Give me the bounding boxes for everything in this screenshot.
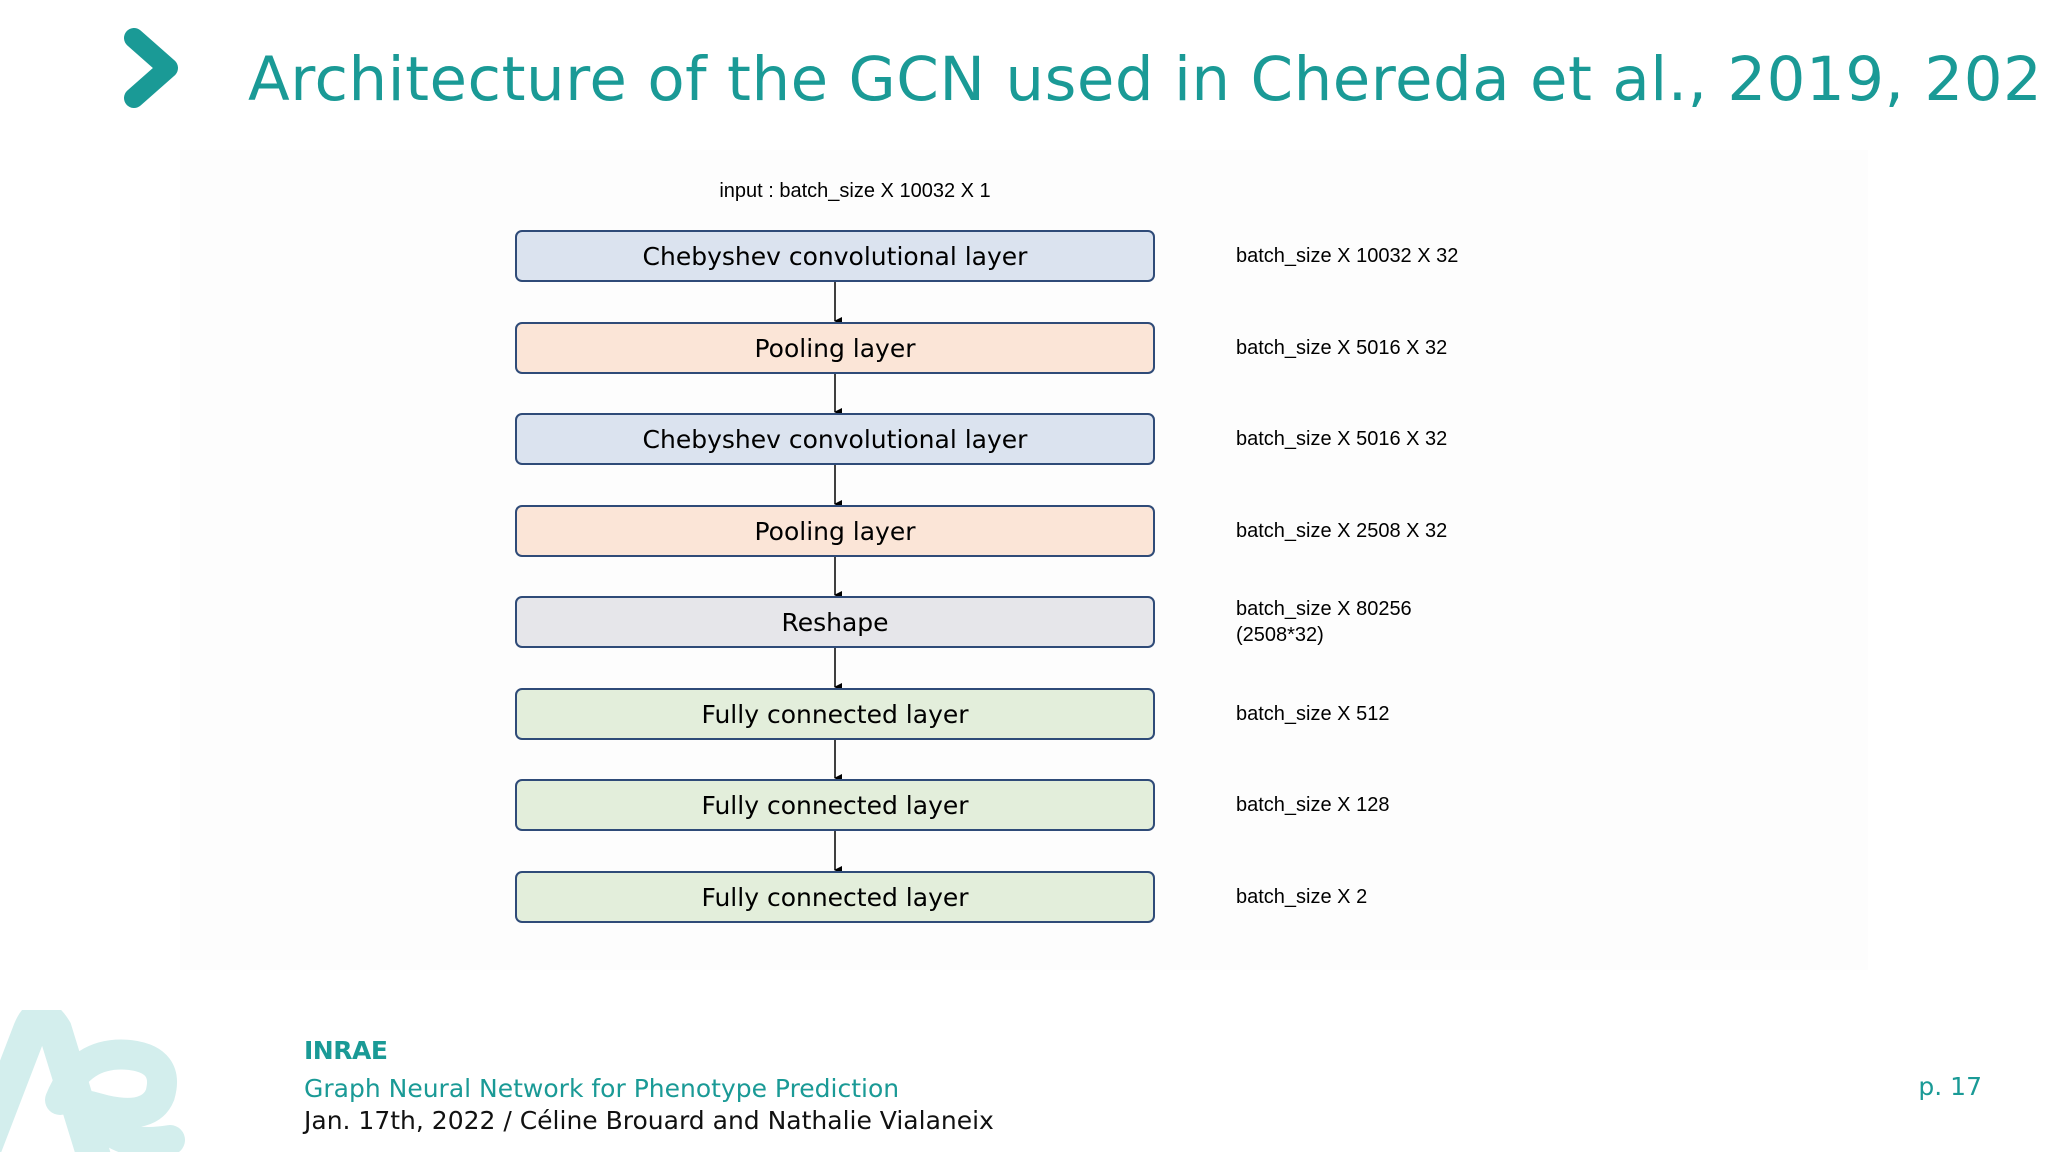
- footer-presentation-title: Graph Neural Network for Phenotype Predi…: [304, 1074, 900, 1103]
- chevron-right-icon: [124, 28, 178, 108]
- output-shape-label: batch_size X 5016 X 32: [1236, 335, 1636, 361]
- output-shape-label: batch_size X 5016 X 32: [1236, 426, 1636, 452]
- output-shape: batch_size X 10032 X 32: [1236, 245, 1459, 267]
- output-shape: batch_size X 5016 X 32: [1236, 337, 1448, 359]
- layer-label: Reshape: [781, 607, 889, 637]
- layer-box-reshape: Reshape: [515, 596, 1155, 648]
- output-shape-note: (2508*32): [1236, 624, 1324, 646]
- layer-label: Fully connected layer: [701, 790, 969, 820]
- input-shape-label: input : batch_size X 10032 X 1: [719, 180, 991, 202]
- layer-label: Pooling layer: [754, 516, 916, 546]
- output-shape: batch_size X 2: [1236, 886, 1368, 908]
- layer-box-pool: Pooling layer: [515, 505, 1155, 557]
- layer-label: Fully connected layer: [701, 699, 969, 729]
- output-shape: batch_size X 5016 X 32: [1236, 428, 1448, 450]
- layer-label: Pooling layer: [754, 333, 916, 363]
- output-shape: batch_size X 2508 X 32: [1236, 520, 1448, 542]
- layer-label: Chebyshev convolutional layer: [642, 241, 1028, 271]
- output-shape-label: batch_size X 80256 (2508*32): [1236, 596, 1636, 648]
- output-shape: batch_size X 128: [1236, 794, 1390, 816]
- layer-box-fc: Fully connected layer: [515, 688, 1155, 740]
- layer-box-conv: Chebyshev convolutional layer: [515, 230, 1155, 282]
- layer-box-conv: Chebyshev convolutional layer: [515, 413, 1155, 465]
- page-number: p. 17: [1918, 1072, 1982, 1101]
- output-shape: batch_size X 80256: [1236, 598, 1412, 620]
- layer-box-pool: Pooling layer: [515, 322, 1155, 374]
- output-shape: batch_size X 512: [1236, 703, 1390, 725]
- footer-date-authors: Jan. 17th, 2022 / Céline Brouard and Nat…: [304, 1106, 994, 1135]
- layer-box-fc: Fully connected layer: [515, 779, 1155, 831]
- layer-label: Chebyshev convolutional layer: [642, 424, 1028, 454]
- slide-title: Architecture of the GCN used in Chereda …: [248, 44, 2048, 115]
- output-shape-label: batch_size X 10032 X 32: [1236, 243, 1636, 269]
- output-shape-label: batch_size X 512: [1236, 701, 1636, 727]
- layer-box-fc: Fully connected layer: [515, 871, 1155, 923]
- brand-logo: INRAE: [304, 1036, 388, 1065]
- output-shape-label: batch_size X 128: [1236, 792, 1636, 818]
- inrae-ae-logo: [0, 1010, 185, 1152]
- diagram-area: [180, 150, 1868, 970]
- output-shape-label: batch_size X 2: [1236, 884, 1636, 910]
- layer-label: Fully connected layer: [701, 882, 969, 912]
- output-shape-label: batch_size X 2508 X 32: [1236, 518, 1636, 544]
